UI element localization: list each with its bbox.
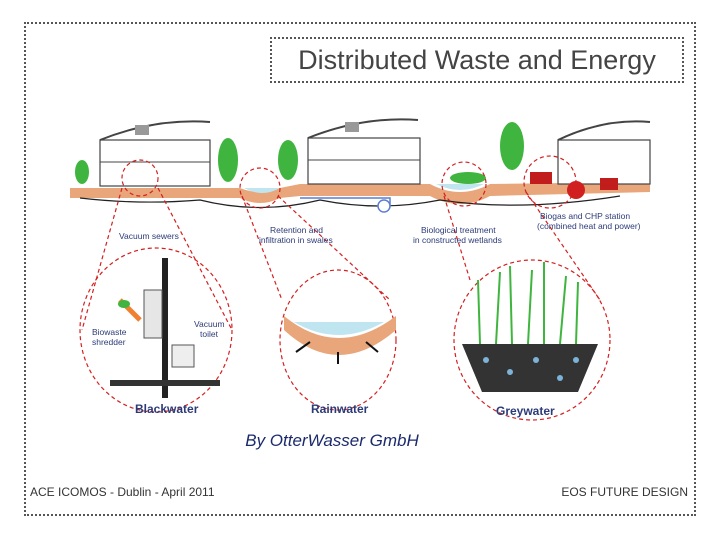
footer-right: EOS FUTURE DESIGN: [561, 485, 688, 499]
label-vacuum-toilet-2: toilet: [200, 329, 219, 339]
label-biowaste-1: Biowaste: [92, 327, 127, 337]
house-1: [99, 120, 211, 187]
wetland-basin: [436, 184, 484, 190]
label-biogas-2: (combined heat and power): [537, 221, 641, 231]
greywater-detail: [462, 262, 598, 392]
pump-icon: [377, 199, 391, 213]
label-bio-treatment-1: Biological treatment: [421, 225, 496, 235]
label-rainwater: Rainwater: [311, 402, 369, 416]
house-3: [530, 120, 651, 199]
label-biogas-1: Biogas and CHP station: [540, 211, 630, 221]
footer-left: ACE ICOMOS - Dublin - April 2011: [30, 485, 215, 499]
detail-markers: [79, 155, 611, 421]
house-2: [307, 118, 421, 185]
label-retention-2: infiltration in swales: [259, 235, 333, 245]
ground-strip: [70, 182, 650, 204]
slide-title: Distributed Waste and Energy: [270, 37, 684, 83]
swale-water: [244, 188, 280, 193]
trees: [75, 122, 524, 184]
sewer-line: [79, 195, 621, 209]
blackwater-detail: [110, 258, 220, 398]
label-blackwater: Blackwater: [135, 402, 199, 416]
label-bio-treatment-2: in constructed wetlands: [413, 235, 502, 245]
label-retention-1: Retention and: [270, 225, 323, 235]
label-biowaste-2: shredder: [92, 337, 126, 347]
label-vacuum-sewers: Vacuum sewers: [119, 231, 179, 241]
label-greywater: Greywater: [496, 404, 555, 418]
slide-frame: [24, 22, 696, 516]
rainwater-detail: [284, 316, 396, 364]
label-vacuum-toilet-1: Vacuum: [194, 319, 225, 329]
credit-text: By OtterWasser GmbH: [245, 431, 419, 450]
